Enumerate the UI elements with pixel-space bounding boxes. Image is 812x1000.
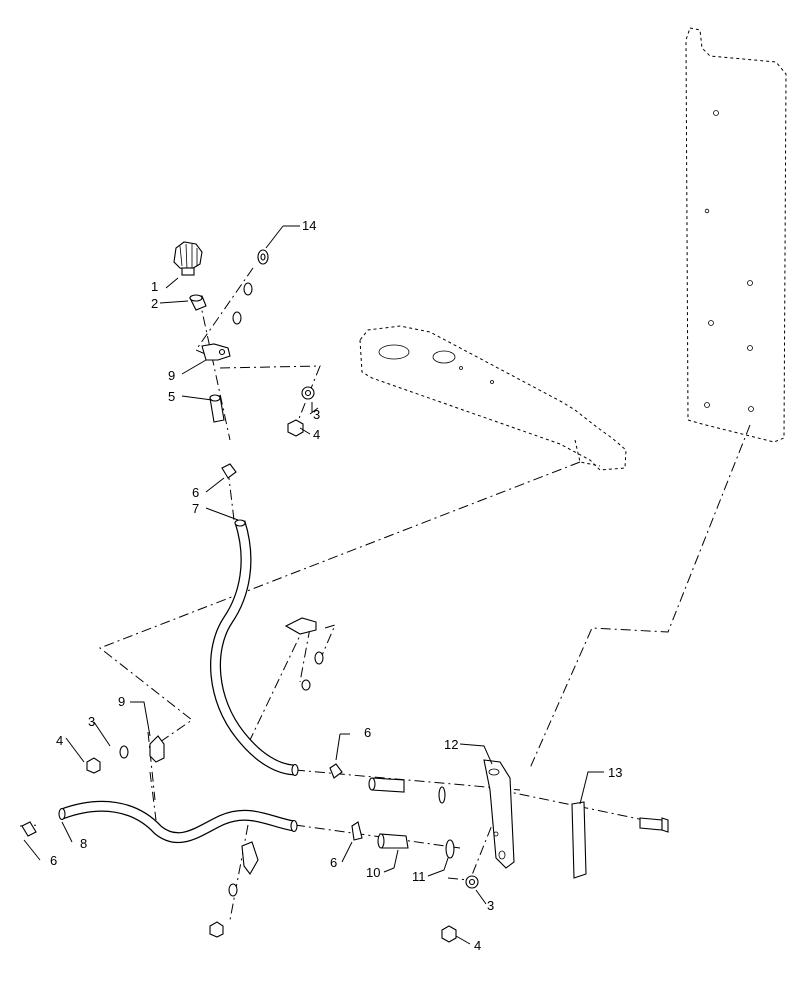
lock-washer: [445, 839, 455, 859]
callout-6-left: 6: [50, 853, 57, 868]
callout-1: 1: [151, 279, 158, 294]
callout-14: 14: [302, 218, 316, 233]
clip-lower: [86, 735, 165, 774]
callout-4-left: 4: [56, 733, 63, 748]
hose-upper: [210, 519, 299, 777]
strap-plate: [571, 801, 587, 879]
hose-clamp-left: [21, 821, 37, 837]
callout-12: 12: [444, 737, 458, 752]
clip-mid-phantom: [284, 617, 324, 691]
breather-cap: [173, 241, 203, 276]
callout-11: 11: [412, 869, 426, 884]
hose-lower: [58, 800, 298, 844]
callout-labels: 1 2 3 3 3 4 4 4 5 6 6 6 6 7 8 9 9 10 11 …: [50, 218, 622, 953]
bolt: [639, 817, 669, 833]
phantom-mount-bracket: [359, 325, 627, 471]
callout-5: 5: [168, 389, 175, 404]
callout-3-left: 3: [88, 714, 95, 729]
callout-2: 2: [151, 296, 158, 311]
mounting-bracket: [483, 759, 515, 869]
hose-clamp-upper: [221, 463, 237, 479]
callout-13: 13: [608, 765, 622, 780]
clip-upper: [201, 343, 231, 361]
washer-nut-lower: [441, 875, 479, 943]
clip-bottom: [209, 841, 259, 938]
hose-clamp-right: [351, 821, 363, 841]
washer-stack-upper: [232, 249, 269, 325]
adapter-fitting: [189, 294, 207, 311]
hose-clamp-mid: [329, 763, 343, 779]
callout-6-upper: 6: [192, 485, 199, 500]
callout-6-right: 6: [330, 855, 337, 870]
callout-9-lower: 9: [118, 694, 125, 709]
callout-8: 8: [80, 836, 87, 851]
bulkhead-connector: [377, 833, 409, 849]
callout-3-lower: 3: [487, 898, 494, 913]
callout-6-mid: 6: [364, 725, 371, 740]
phantom-frame-panel: [685, 27, 787, 443]
bulkhead-connector-upper: [368, 777, 446, 804]
callout-3-upper: 3: [313, 407, 320, 422]
callout-7: 7: [192, 501, 199, 516]
washer-nut-upper: [287, 386, 315, 437]
callout-10: 10: [366, 865, 380, 880]
callout-4-lower: 4: [474, 938, 481, 953]
callout-leaders: [23, 225, 604, 945]
connector-fitting: [209, 394, 225, 423]
callout-4-upper: 4: [313, 427, 320, 442]
callout-9-upper: 9: [168, 368, 175, 383]
